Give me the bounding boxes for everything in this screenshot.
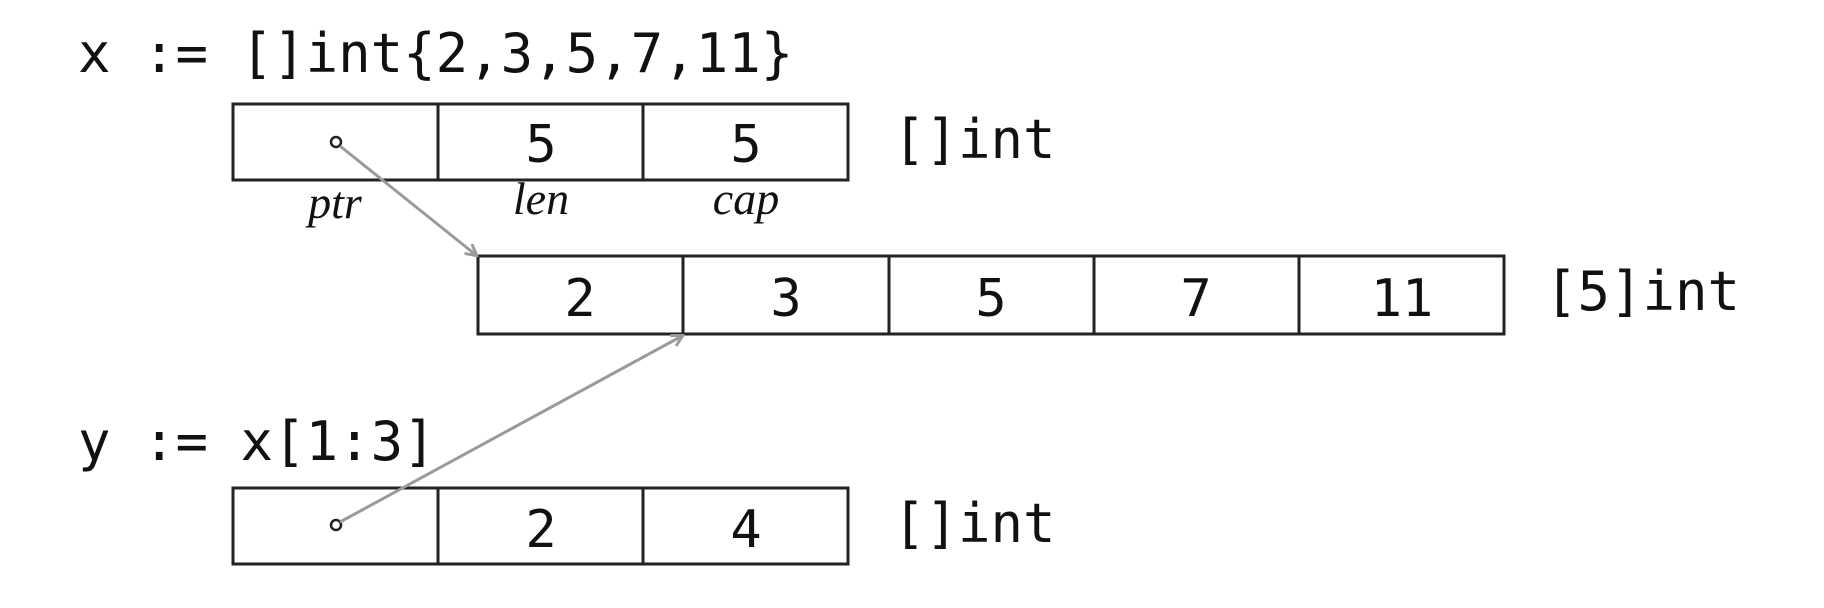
y-declaration: y := x[1:3]: [78, 410, 436, 473]
slice-x-ptr-dot: [329, 135, 343, 149]
underlying-array: 2 3 5 7 11: [476, 254, 1506, 336]
array-type: [5]int: [1545, 260, 1740, 323]
array-cell: 3: [770, 269, 801, 329]
slice-y-len-value: 2: [525, 500, 556, 560]
array-cell: 11: [1371, 269, 1434, 329]
slice-x-cap-value: 5: [730, 115, 761, 175]
x-declaration: x := []int{2,3,5,7,11}: [78, 22, 793, 85]
x-ptr-arrow: [339, 144, 476, 255]
slice-y-cap-value: 4: [730, 500, 761, 560]
y-ptr-arrow: [339, 336, 682, 524]
slice-x-type: []int: [893, 108, 1056, 171]
slice-x-header: 5 5: [231, 102, 850, 182]
slice-y-header: 2 4: [231, 486, 850, 566]
slice-y-ptr-dot: [329, 518, 343, 532]
slice-x-len-value: 5: [525, 115, 556, 175]
array-frame: [476, 254, 1506, 336]
array-cell: 5: [975, 269, 1006, 329]
array-cell: 7: [1180, 269, 1211, 329]
len-label: len: [513, 173, 569, 224]
cap-label: cap: [713, 173, 779, 224]
array-cell: 2: [564, 269, 595, 329]
ptr-label: ptr: [305, 177, 363, 228]
slice-y-type: []int: [893, 492, 1056, 555]
